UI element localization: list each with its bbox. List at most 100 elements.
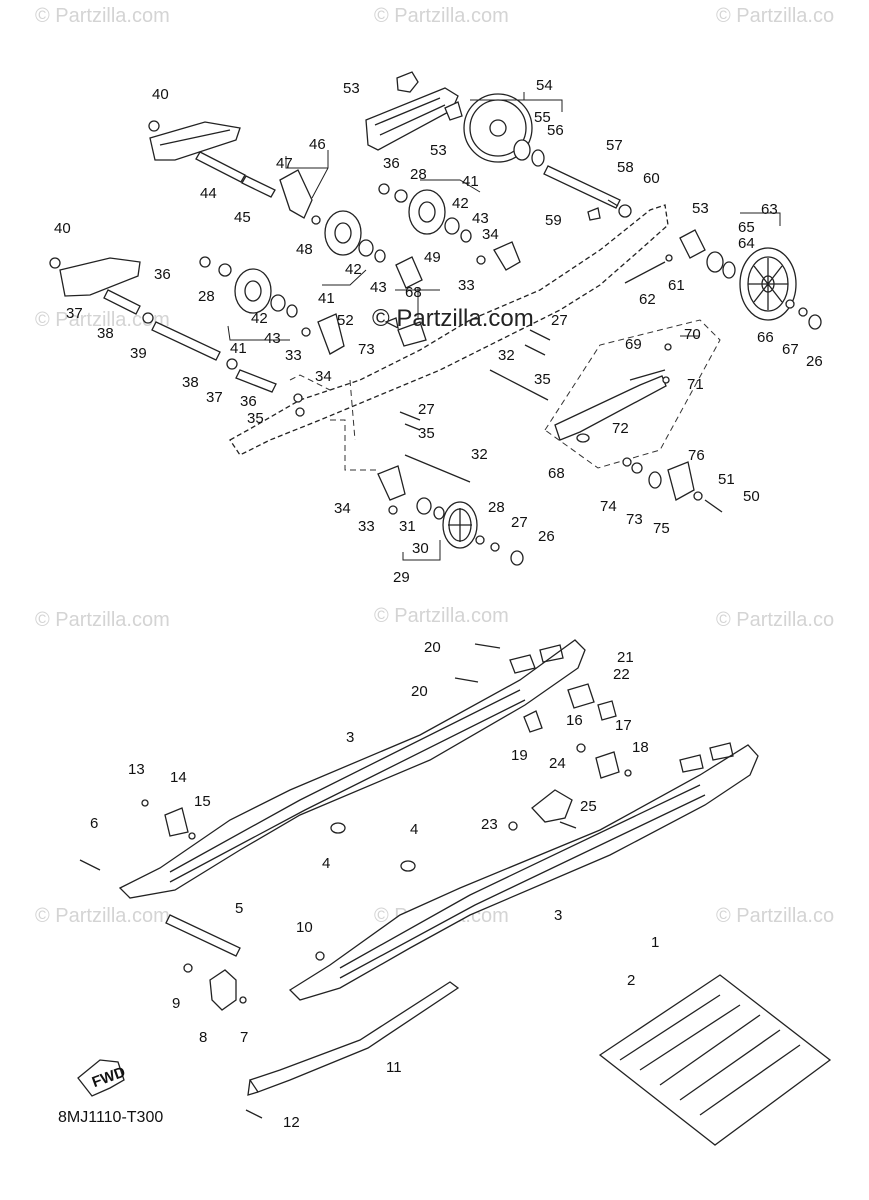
callout-label: 69 [625, 336, 642, 353]
watermark: © Partzilla.com [374, 605, 509, 627]
callout-label: 75 [653, 520, 670, 537]
callout-label: 30 [412, 540, 429, 557]
callout-label: 28 [198, 288, 215, 305]
callout-label: 20 [424, 639, 441, 656]
callout-label: 2 [627, 972, 635, 989]
callout-label: 7 [240, 1029, 248, 1046]
callout-label: 11 [386, 1059, 402, 1076]
callout-label: 18 [632, 739, 649, 756]
callout-label: 73 [626, 511, 643, 528]
callout-label: 46 [309, 136, 326, 153]
callout-label: 22 [613, 666, 630, 683]
callout-label: 47 [276, 155, 293, 172]
callout-label: 71 [687, 376, 704, 393]
callout-label: 24 [549, 755, 566, 772]
callout-label: 35 [247, 410, 264, 427]
leader-lines [227, 92, 781, 561]
callout-label: 1 [651, 934, 659, 951]
callout-label: 32 [498, 347, 515, 364]
upper-assembly [49, 71, 822, 566]
callout-label: 12 [283, 1114, 300, 1131]
callout-label: 52 [337, 312, 354, 329]
callout-labels: 53 54 55 56 53 57 58 60 40 46 47 36 28 4… [54, 77, 823, 1131]
callout-label: 60 [643, 170, 660, 187]
watermark: © Partzilla.com [35, 905, 170, 927]
callout-label: 16 [566, 712, 583, 729]
callout-label: 9 [172, 995, 180, 1012]
callout-label: 50 [743, 488, 760, 505]
callout-label: 51 [718, 471, 735, 488]
callout-label: 34 [334, 500, 351, 517]
watermark: © Partzilla.co [716, 609, 834, 631]
callout-label: 37 [206, 389, 223, 406]
callout-label: 15 [194, 793, 211, 810]
watermark: © Partzilla.co [716, 905, 834, 927]
callout-label: 3 [346, 729, 354, 746]
callout-label: 76 [688, 447, 705, 464]
callout-label: 41 [318, 290, 335, 307]
callout-label: 10 [296, 919, 313, 936]
watermark: © Partzilla.com [374, 5, 509, 27]
callout-label: 44 [200, 185, 217, 202]
callout-label: 28 [410, 166, 427, 183]
callout-label: 41 [462, 173, 479, 190]
callout-label: 36 [383, 155, 400, 172]
callout-label: 36 [154, 266, 171, 283]
callout-label: 28 [488, 499, 505, 516]
callout-label: 41 [230, 340, 247, 357]
callout-label: 39 [130, 345, 147, 362]
callout-label: 57 [606, 137, 623, 154]
callout-label: 40 [152, 86, 169, 103]
callout-label: 66 [757, 329, 774, 346]
callout-label: 32 [471, 446, 488, 463]
callout-label: 34 [482, 226, 499, 243]
callout-label: 72 [612, 420, 629, 437]
callout-label: 74 [600, 498, 617, 515]
callout-label: 43 [264, 330, 281, 347]
callout-label: 26 [806, 353, 823, 370]
callout-label: 61 [668, 277, 685, 294]
callout-label: 4 [410, 821, 418, 838]
callout-label: 20 [411, 683, 428, 700]
callout-label: 35 [418, 425, 435, 442]
callout-label: 54 [536, 77, 553, 94]
callout-label: 33 [285, 347, 302, 364]
callout-label: 40 [54, 220, 71, 237]
callout-label: 33 [358, 518, 375, 535]
callout-label: 70 [684, 326, 701, 343]
watermark: © Partzilla.com [35, 609, 170, 631]
callout-label: 73 [358, 341, 375, 358]
callout-label: 53 [343, 80, 360, 97]
callout-label: 6 [90, 815, 98, 832]
callout-label: 8 [199, 1029, 207, 1046]
callout-label: 21 [617, 649, 634, 666]
center-watermark: © Partzilla.com [372, 305, 534, 332]
callout-label: 42 [251, 310, 268, 327]
callout-label: 64 [738, 235, 755, 252]
callout-label: 17 [615, 717, 632, 734]
callout-label: 63 [761, 201, 778, 218]
callout-label: 67 [782, 341, 799, 358]
callout-label: 33 [458, 277, 475, 294]
callout-label: 26 [538, 528, 555, 545]
callout-label: 36 [240, 393, 257, 410]
lower-assembly [77, 639, 832, 1146]
diagram-code: 8MJ1110-T300 [58, 1109, 163, 1126]
callout-label: 59 [545, 212, 562, 229]
callout-label: 27 [511, 514, 528, 531]
callout-label: 31 [399, 518, 416, 535]
callout-label: 43 [472, 210, 489, 227]
callout-label: 27 [418, 401, 435, 418]
callout-label: 38 [97, 325, 114, 342]
callout-label: 55 [534, 109, 551, 126]
callout-label: 37 [66, 305, 83, 322]
callout-label: 42 [452, 195, 469, 212]
callout-label: 19 [511, 747, 528, 764]
callout-label: 48 [296, 241, 313, 258]
callout-label: 53 [692, 200, 709, 217]
callout-label: 27 [551, 312, 568, 329]
callout-label: 23 [481, 816, 498, 833]
callout-label: 68 [405, 284, 422, 301]
callout-label: 14 [170, 769, 187, 786]
